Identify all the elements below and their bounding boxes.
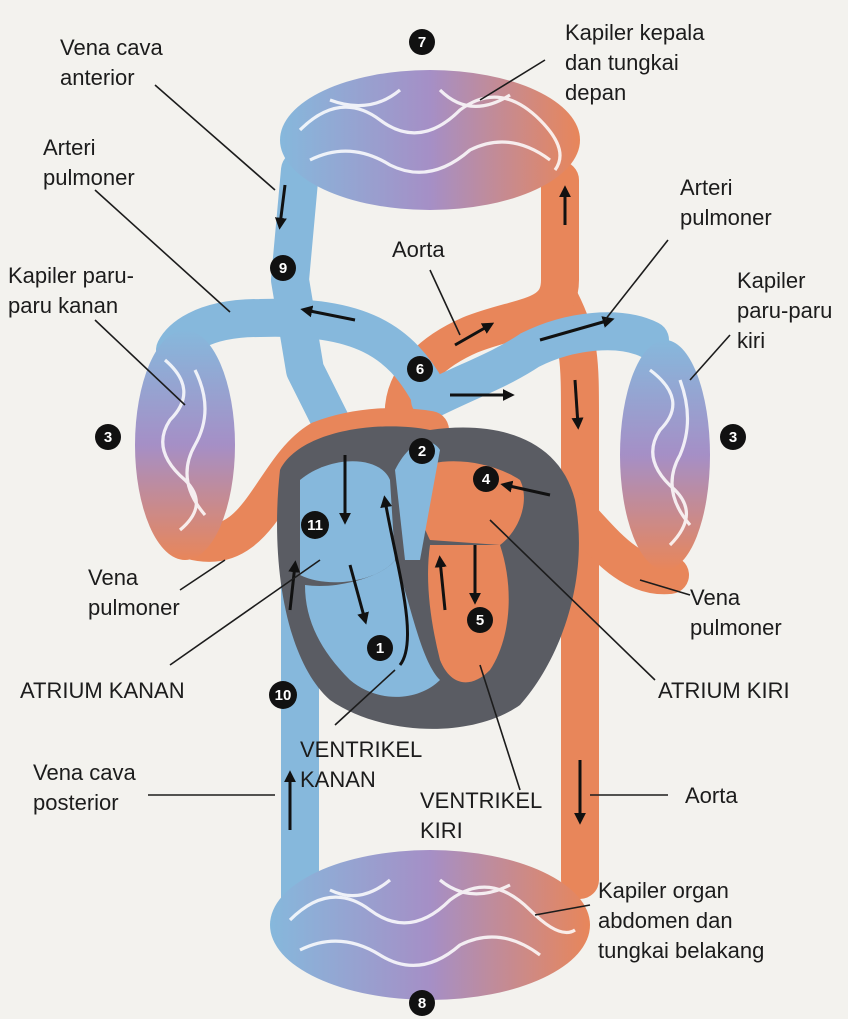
marker-11: 11 bbox=[301, 511, 329, 539]
marker-8: 8 bbox=[409, 990, 435, 1016]
marker-10: 10 bbox=[269, 681, 297, 709]
svg-text:1: 1 bbox=[376, 640, 384, 657]
leader-line bbox=[180, 560, 225, 590]
label-kapiler-paru-kiri: Kapiler paru-paru kiri bbox=[737, 268, 839, 353]
svg-text:3: 3 bbox=[104, 429, 112, 446]
svg-text:7: 7 bbox=[418, 34, 426, 51]
label-ventrikel-kiri: VENTRIKEL KIRI bbox=[420, 788, 548, 843]
label-atrium-kanan: ATRIUM KANAN bbox=[20, 678, 185, 703]
label-kapiler-kepala: Kapiler kepala dan tungkai depan bbox=[565, 20, 711, 105]
label-arteri-pulmoner-left: Arteri pulmoner bbox=[43, 135, 135, 190]
marker-9: 9 bbox=[270, 255, 296, 281]
leader-line bbox=[430, 270, 460, 335]
svg-text:10: 10 bbox=[275, 687, 292, 704]
marker-4: 4 bbox=[473, 466, 499, 492]
svg-text:8: 8 bbox=[418, 995, 426, 1012]
marker-2: 2 bbox=[409, 438, 435, 464]
svg-text:6: 6 bbox=[416, 361, 424, 378]
label-arteri-pulmoner-right: Arteri pulmoner bbox=[680, 175, 772, 230]
label-kapiler-paru-kanan: Kapiler paru- paru kanan bbox=[8, 263, 140, 318]
marker-3-left: 3 bbox=[95, 424, 121, 450]
svg-text:9: 9 bbox=[279, 260, 287, 277]
label-vena-cava-posterior: Vena cava posterior bbox=[33, 760, 142, 815]
capillary-lung-left bbox=[620, 340, 710, 570]
svg-text:3: 3 bbox=[729, 429, 737, 446]
label-kapiler-organ: Kapiler organ abdomen dan tungkai belaka… bbox=[598, 878, 764, 963]
svg-text:5: 5 bbox=[476, 612, 484, 629]
marker-5: 5 bbox=[467, 607, 493, 633]
svg-text:4: 4 bbox=[482, 471, 491, 488]
label-vena-pulmoner-right: Vena pulmoner bbox=[690, 585, 782, 640]
label-aorta-bottom: Aorta bbox=[685, 783, 738, 808]
marker-7: 7 bbox=[409, 29, 435, 55]
leader-line bbox=[155, 85, 275, 190]
svg-text:11: 11 bbox=[307, 517, 323, 534]
label-vena-cava-anterior: Vena cava anterior bbox=[60, 35, 169, 90]
svg-text:2: 2 bbox=[418, 443, 426, 460]
label-vena-pulmoner-left: Vena pulmoner bbox=[88, 565, 180, 620]
leader-line bbox=[605, 240, 668, 320]
heart bbox=[277, 426, 579, 728]
marker-6: 6 bbox=[407, 356, 433, 382]
label-atrium-kiri: ATRIUM KIRI bbox=[658, 678, 790, 703]
capillary-head bbox=[280, 70, 580, 210]
leader-line bbox=[690, 335, 730, 380]
label-ventrikel-kanan: VENTRIKEL KANAN bbox=[300, 737, 428, 792]
marker-1: 1 bbox=[367, 635, 393, 661]
capillary-abdomen bbox=[270, 850, 590, 1000]
label-aorta-top: Aorta bbox=[392, 237, 445, 262]
marker-3-right: 3 bbox=[720, 424, 746, 450]
